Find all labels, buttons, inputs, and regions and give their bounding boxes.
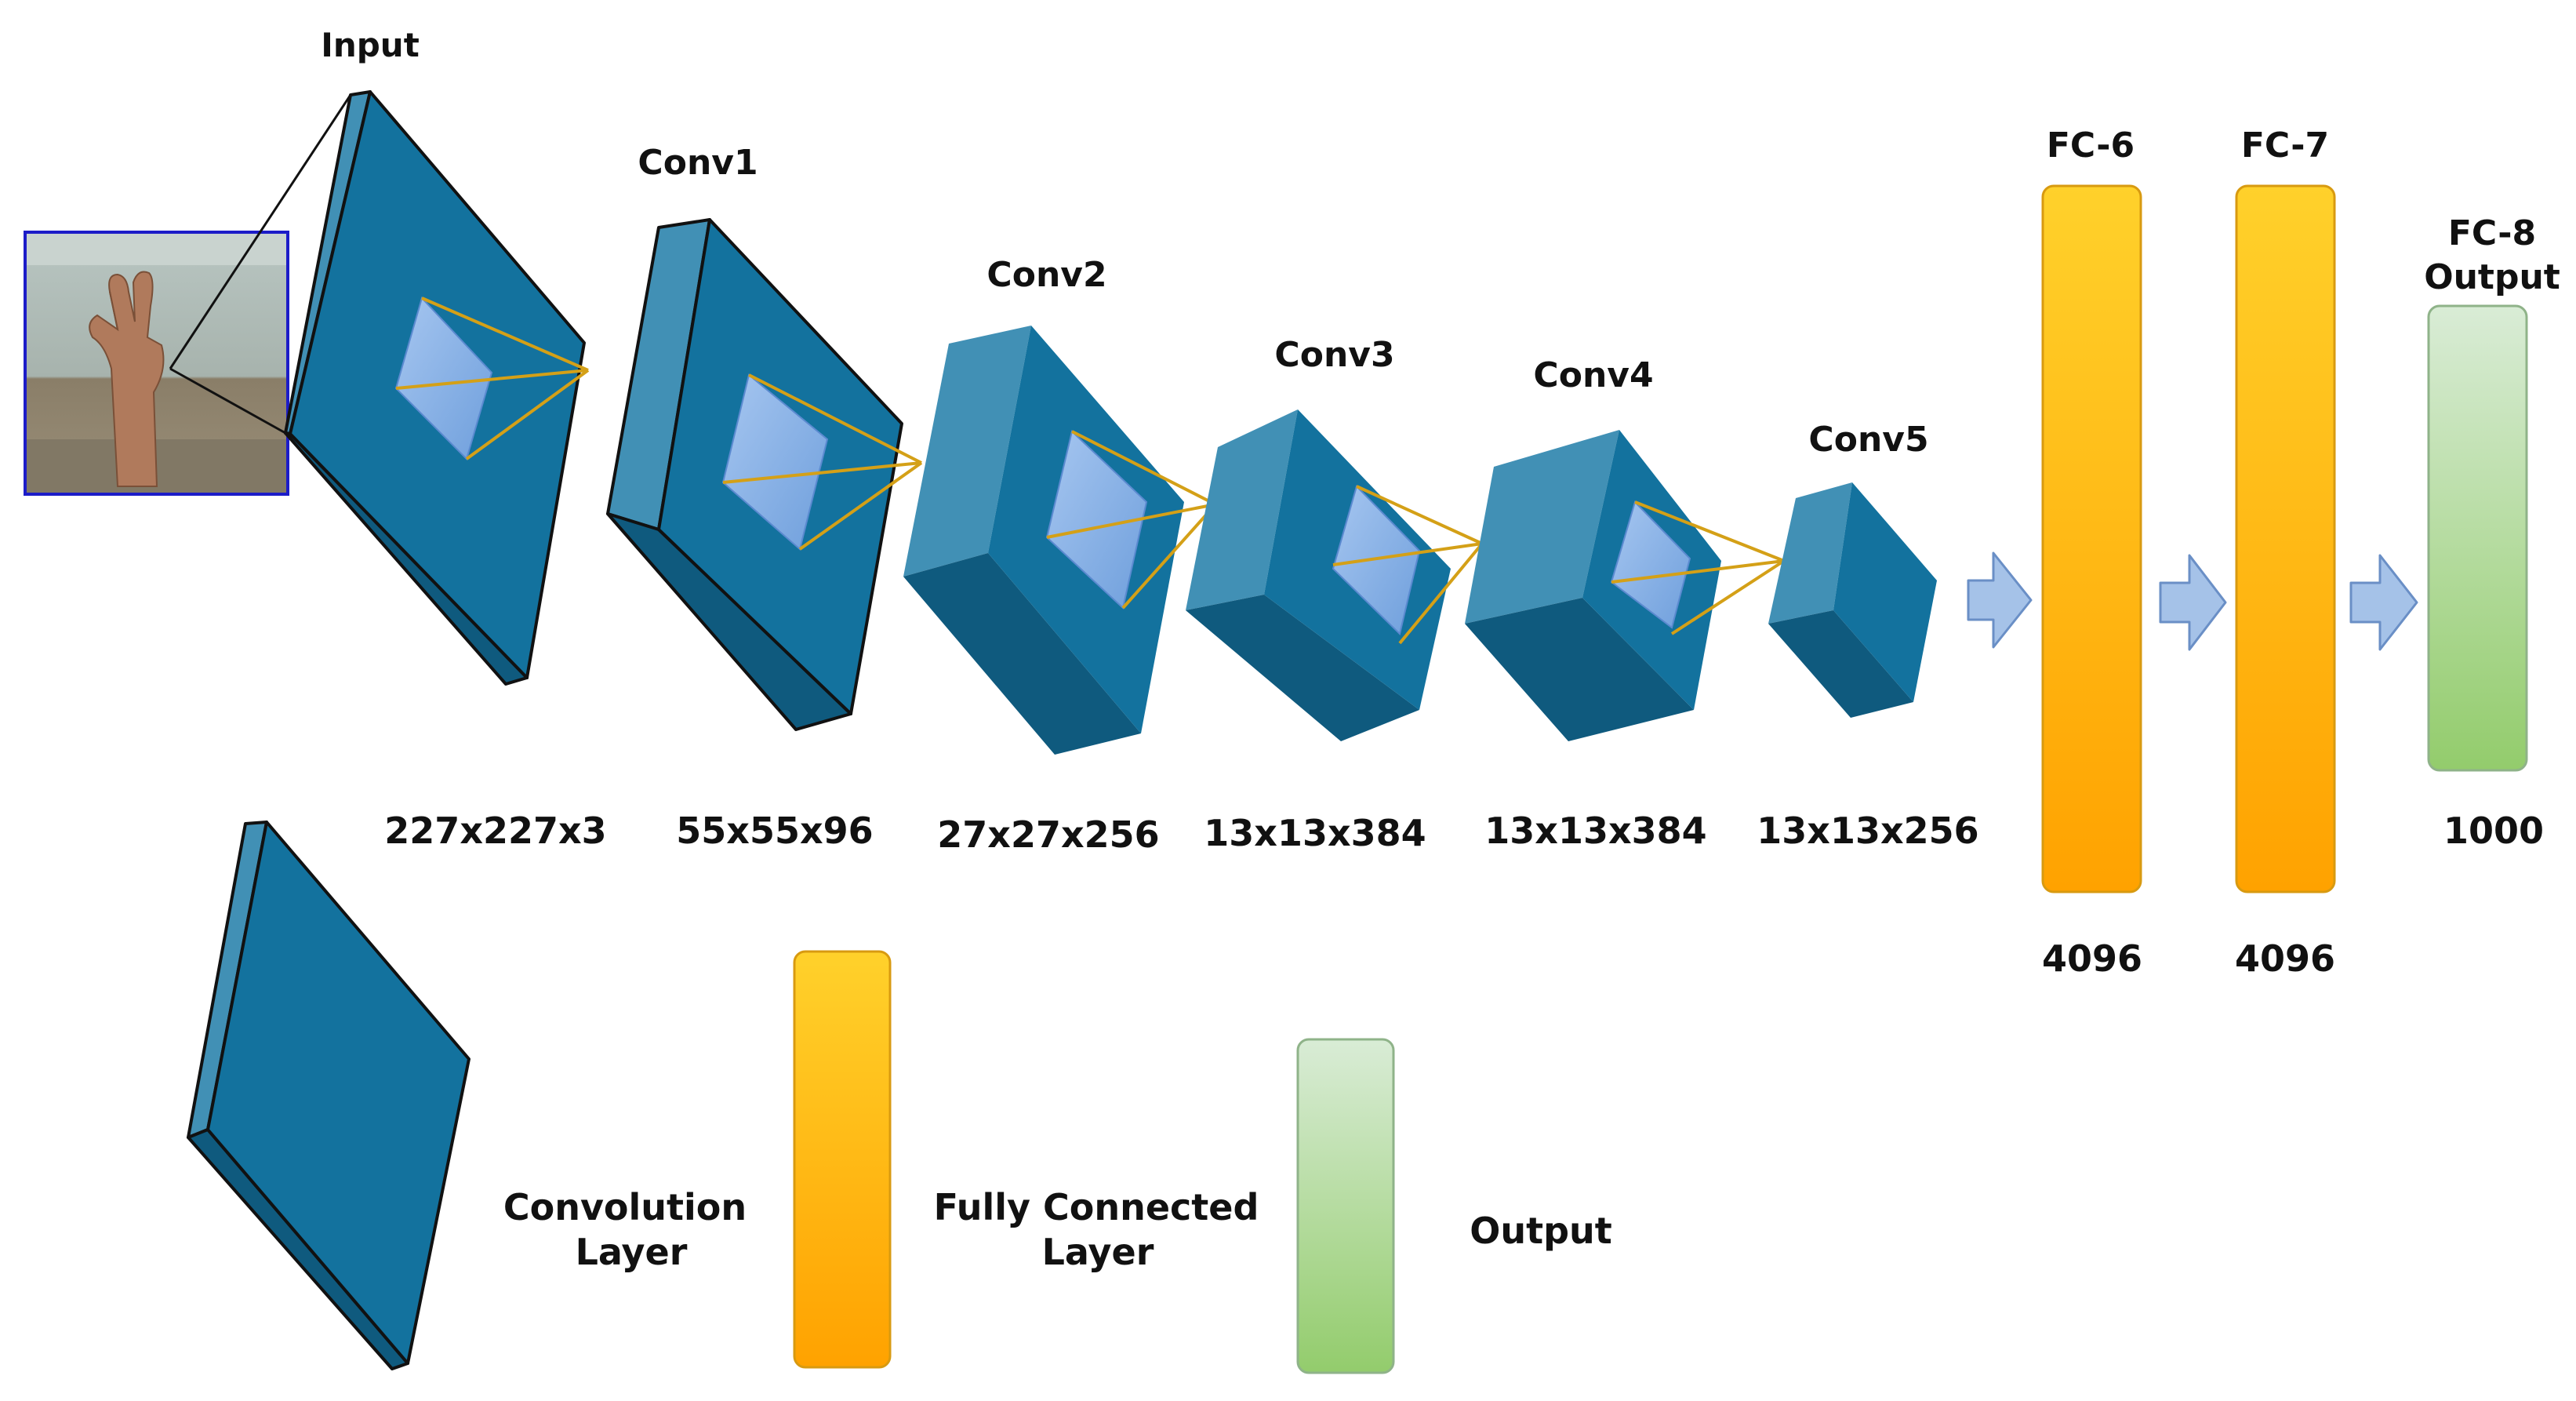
legend-output-bar (1296, 1038, 1395, 1374)
legend-conv-label: Convolution (503, 1186, 747, 1228)
fc6-dims: 4096 (2042, 937, 2142, 980)
conv1-kernel (721, 373, 923, 551)
conv2-title: Conv2 (986, 255, 1106, 295)
fc7-bar (2235, 184, 2336, 893)
conv1-title: Conv1 (638, 143, 758, 183)
fc6-title: FC-6 (2047, 126, 2135, 166)
input-title: Input (321, 26, 420, 64)
conv5-dims: 13x13x256 (1757, 810, 1978, 852)
conv3-kernel (1332, 485, 1484, 645)
conv2-dims: 27x27x256 (937, 813, 1159, 856)
conv3-dims: 13x13x384 (1204, 812, 1426, 854)
input-dims: 227x227x3 (384, 810, 606, 852)
legend-conv-label-2: Layer (576, 1231, 688, 1273)
fc7-title: FC-7 (2241, 126, 2329, 166)
conv3-title: Conv3 (1274, 335, 1394, 375)
conv4-dims: 13x13x384 (1484, 810, 1706, 852)
legend: Convolution Layer Fully Connected Layer … (187, 821, 1612, 1374)
fc8-dims: 1000 (2443, 810, 2544, 852)
conv4-kernel (1610, 500, 1786, 635)
legend-fc-bar (793, 950, 892, 1369)
conv4-title: Conv4 (1533, 355, 1653, 395)
legend-fc-label-2: Layer (1042, 1231, 1154, 1273)
input-kernel (394, 297, 590, 460)
fc8-title: FC-8 (2448, 213, 2536, 253)
fc8-output-bar (2427, 304, 2528, 772)
legend-fc-label: Fully Connected (934, 1186, 1259, 1228)
conv2-block (903, 326, 1184, 755)
conv5-block (1768, 482, 1937, 718)
flow-arrow-icon (2159, 554, 2227, 651)
flow-arrow-icon (2349, 554, 2418, 651)
legend-conv-slab (187, 821, 471, 1370)
fc6-bar (2041, 184, 2142, 893)
hand-icon (89, 271, 165, 487)
flow-arrow-icon (1967, 551, 2033, 649)
conv5-title: Conv5 (1808, 420, 1928, 460)
fc7-dims: 4096 (2235, 937, 2335, 980)
input-image (24, 231, 289, 496)
conv2-kernel (1045, 430, 1217, 610)
input-zoom-lines (169, 94, 352, 435)
conv1-dims: 55x55x96 (676, 810, 873, 852)
fc8-subtitle: Output (2424, 257, 2560, 297)
legend-output-label: Output (1470, 1210, 1612, 1252)
